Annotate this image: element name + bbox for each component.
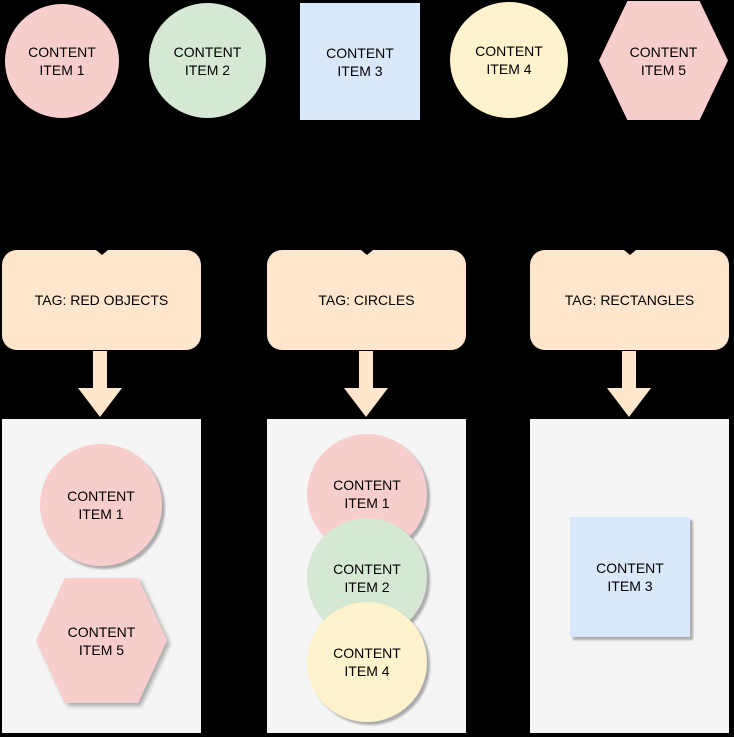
- content-item-3: CONTENT ITEM 3: [570, 517, 690, 637]
- down-arrow-icon: [78, 351, 122, 417]
- arrow-shaft: [93, 351, 107, 388]
- container-red-objects: CONTENT ITEM 1 CONTENT ITEM 5: [2, 419, 201, 733]
- tag-circles: TAG: CIRCLES: [267, 250, 466, 350]
- hexagon-shape: CONTENT ITEM 5: [36, 578, 167, 703]
- content-item-5: CONTENT ITEM 5: [36, 578, 167, 703]
- content-item-2-label: CONTENT ITEM 2: [173, 43, 242, 78]
- content-item-1: CONTENT ITEM 1: [5, 4, 119, 118]
- down-arrow-icon: [344, 351, 388, 417]
- content-item-1: CONTENT ITEM 1: [40, 444, 162, 566]
- arrow-head: [78, 388, 122, 417]
- container-circles: CONTENT ITEM 1 CONTENT ITEM 2 CONTENT IT…: [267, 419, 466, 733]
- content-item-2: CONTENT ITEM 2: [149, 3, 266, 118]
- content-item-3-label: CONTENT ITEM 3: [596, 560, 664, 594]
- content-item-4-label: CONTENT ITEM 4: [333, 645, 401, 679]
- content-item-5: CONTENT ITEM 5: [599, 1, 728, 120]
- hexagon-shape: CONTENT ITEM 5: [599, 1, 728, 120]
- content-item-5-label: CONTENT ITEM 5: [629, 43, 698, 78]
- content-item-3-label: CONTENT ITEM 3: [326, 44, 394, 79]
- arrow-shaft: [359, 351, 373, 388]
- tag-circles-label: TAG: CIRCLES: [318, 292, 415, 308]
- content-item-4-label: CONTENT ITEM 4: [475, 43, 543, 77]
- arrow-shaft: [622, 351, 636, 388]
- content-item-1-label: CONTENT ITEM 1: [333, 477, 401, 511]
- content-item-4: CONTENT ITEM 4: [307, 602, 427, 722]
- arrow-head: [607, 388, 651, 417]
- connector-arrowhead-icon: [360, 250, 373, 255]
- content-item-4: CONTENT ITEM 4: [450, 2, 568, 118]
- connector-arrowhead-icon: [95, 250, 108, 255]
- arrow-head: [344, 388, 388, 417]
- content-item-1-label: CONTENT ITEM 1: [67, 488, 135, 522]
- tag-rectangles-label: TAG: RECTANGLES: [564, 292, 695, 308]
- down-arrow-icon: [607, 351, 651, 417]
- tag-red-objects: TAG: RED OBJECTS: [2, 250, 201, 350]
- content-item-1-label: CONTENT ITEM 1: [28, 44, 96, 78]
- tag-rectangles: TAG: RECTANGLES: [530, 250, 729, 350]
- connector-arrowhead-icon: [623, 250, 636, 255]
- content-item-2-label: CONTENT ITEM 2: [333, 561, 401, 595]
- content-item-3: CONTENT ITEM 3: [300, 3, 420, 120]
- content-item-5-label: CONTENT ITEM 5: [67, 623, 136, 658]
- container-rectangles: CONTENT ITEM 3: [530, 419, 729, 733]
- tag-red-objects-label: TAG: RED OBJECTS: [34, 292, 169, 308]
